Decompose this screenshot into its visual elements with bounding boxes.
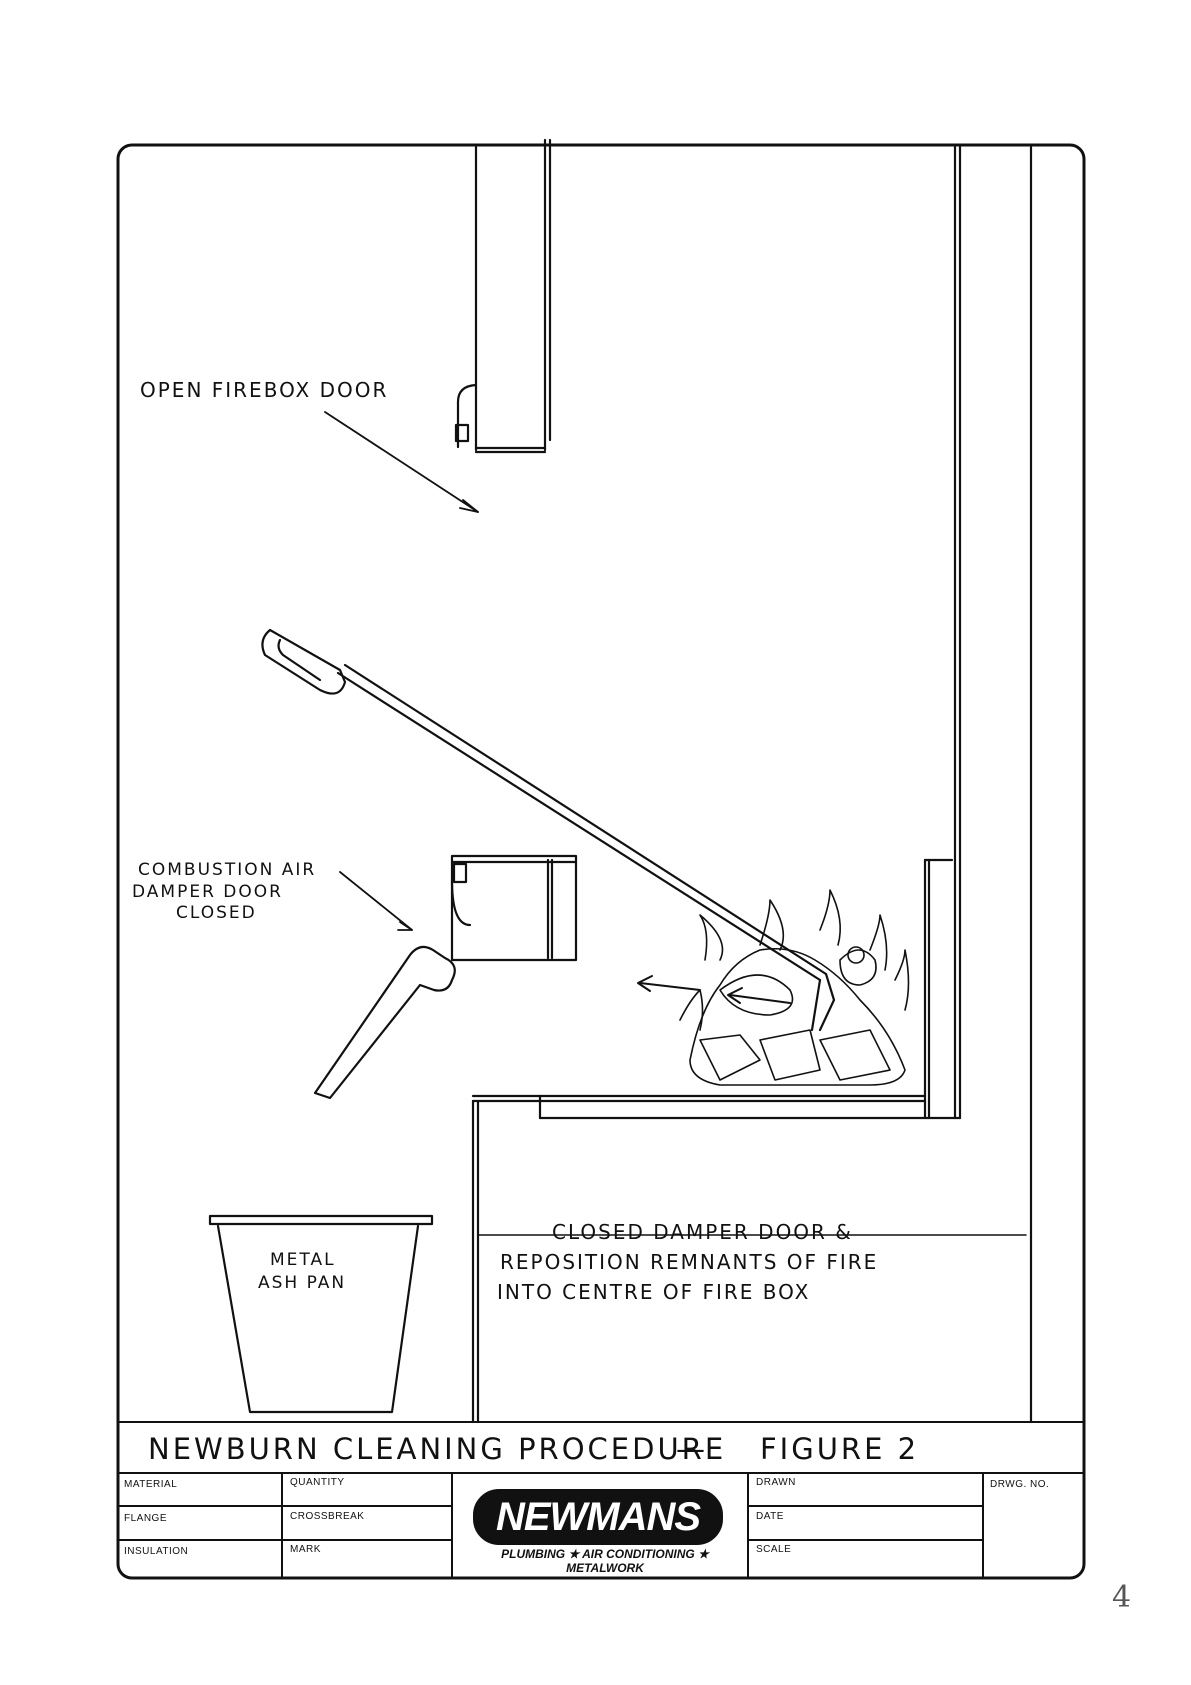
- title-block-grid: [117, 1421, 1085, 1579]
- label-damper-line1: COMBUSTION AIR: [138, 860, 317, 880]
- reposition-arrows: [637, 975, 791, 1004]
- note-line2: REPOSITION REMNANTS OF FIRE: [500, 1250, 879, 1274]
- note-line3: INTO CENTRE OF FIRE BOX: [497, 1280, 811, 1304]
- field-flange: FLANGE: [124, 1513, 168, 1524]
- damper-handle: [313, 945, 456, 1100]
- ash-pan: [208, 1214, 434, 1414]
- logo-text: NEWMANS: [495, 1494, 701, 1539]
- field-drwg-no: DRWG. No.: [990, 1479, 1050, 1490]
- fire-remnants: [679, 889, 910, 1086]
- field-material: MATERIAL: [124, 1479, 178, 1490]
- field-insulation: INSULATION: [124, 1546, 189, 1557]
- leader-arrows: [324, 411, 479, 931]
- note-line1: CLOSED DAMPER DOOR &: [552, 1220, 853, 1244]
- firebox-door-column: [454, 138, 552, 454]
- damper-door: [450, 854, 578, 962]
- page-title: NEWBURN CLEANING PROCEDURE: [148, 1432, 727, 1466]
- figure-number: FIGURE 2: [760, 1432, 920, 1466]
- sheet-border: [116, 143, 1086, 1580]
- field-date: DATE: [756, 1511, 784, 1522]
- company-tagline: PLUMBING ★ AIR CONDITIONING ★ METALWORK: [501, 1547, 709, 1575]
- field-mark: MARK: [290, 1544, 321, 1555]
- title-dash: —: [676, 1432, 708, 1466]
- field-crossbreak: CROSSBREAK: [290, 1511, 365, 1522]
- poker-tool: [261, 628, 836, 1032]
- firebox-floor: [471, 1094, 962, 1424]
- field-drawn: DRAWN: [756, 1477, 796, 1488]
- company-logo: NEWMANS: [473, 1489, 723, 1545]
- label-ash-pan-line2: ASH PAN: [258, 1273, 347, 1293]
- firebox-right-wall: [923, 145, 962, 1120]
- label-ash-pan-line1: METAL: [270, 1250, 336, 1270]
- page-mark: 4: [1112, 1580, 1132, 1615]
- label-open-firebox-door: OPEN FIREBOX DOOR: [140, 378, 389, 402]
- field-scale: SCALE: [756, 1544, 792, 1555]
- label-damper-line3: CLOSED: [176, 903, 257, 923]
- field-quantity: QUANTITY: [290, 1477, 345, 1488]
- label-damper-line2: DAMPER DOOR: [132, 882, 283, 902]
